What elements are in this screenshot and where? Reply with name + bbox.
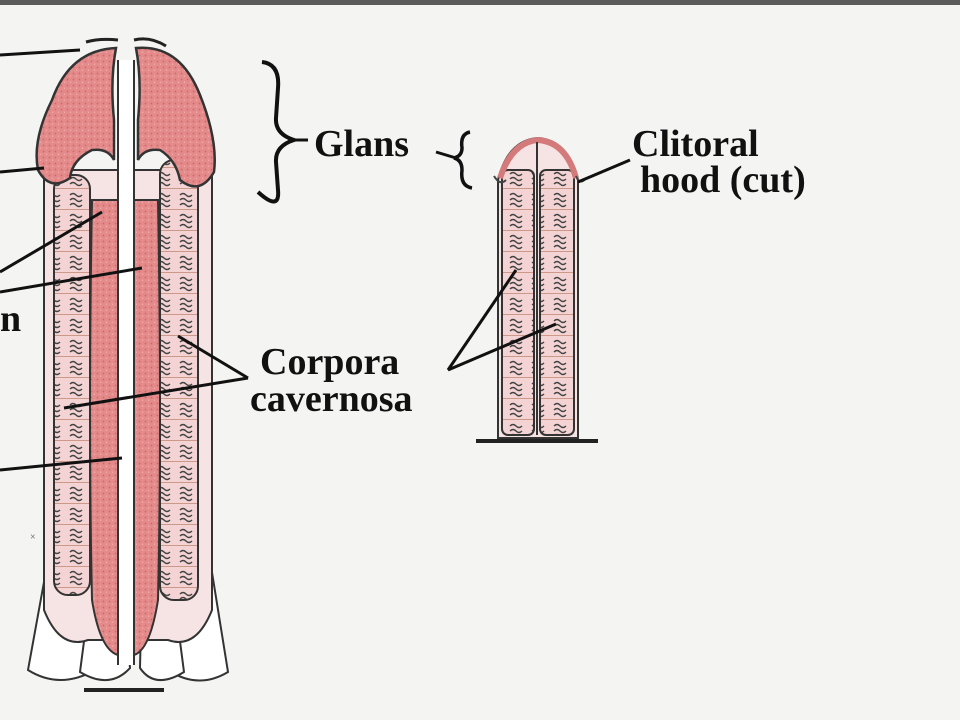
left-cut-label: n bbox=[0, 298, 22, 340]
clitoris-structure bbox=[476, 136, 598, 443]
glans-brace-small bbox=[453, 130, 473, 190]
left-structure: × bbox=[0, 37, 230, 692]
clitoral-hood-label-line2: hood (cut) bbox=[640, 159, 806, 201]
glans-left bbox=[35, 46, 118, 185]
corpus-cavernosum-right bbox=[159, 159, 199, 601]
spongy-body-right bbox=[133, 199, 161, 657]
glans-label: Glans bbox=[314, 123, 410, 165]
glans-right bbox=[134, 46, 216, 188]
glans-brace-left bbox=[256, 60, 301, 204]
corpora-cavernosa-label-line1: Corpora bbox=[260, 341, 400, 383]
urethra bbox=[117, 60, 135, 665]
svg-text:×: × bbox=[30, 532, 36, 543]
clitoral-hood-label-line1: Clitoral bbox=[632, 123, 759, 165]
top-bar bbox=[0, 0, 960, 5]
clitoris-column-right bbox=[539, 169, 575, 436]
clitoris-column-left bbox=[501, 169, 535, 436]
spongy-body-left bbox=[89, 199, 119, 657]
corpora-cavernosa-label-line2: cavernosa bbox=[250, 378, 413, 420]
